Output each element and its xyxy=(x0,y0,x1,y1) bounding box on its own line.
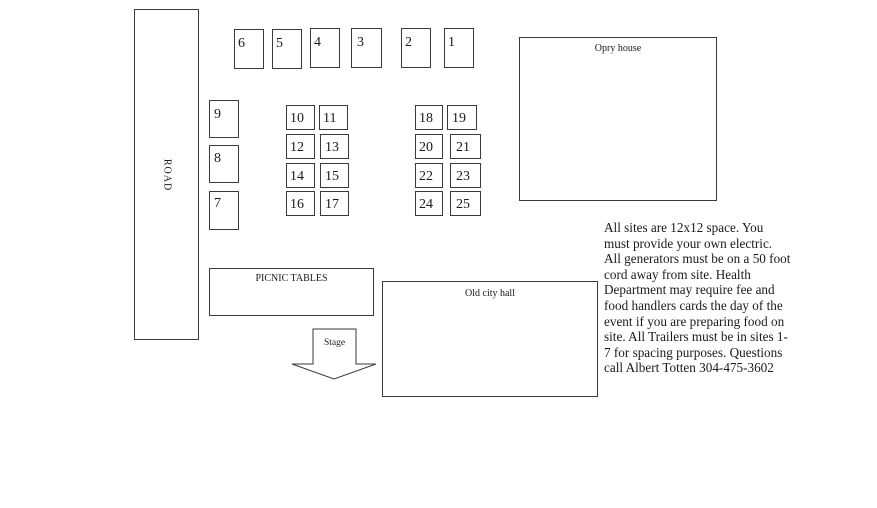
info-line: site. All Trailers must be in sites 1- xyxy=(604,329,788,345)
site-25: 25 xyxy=(450,191,481,216)
site-14: 14 xyxy=(286,163,315,188)
site-2-label: 2 xyxy=(405,35,412,50)
old-city-hall: Old city hall xyxy=(382,281,598,397)
site-19: 19 xyxy=(447,105,477,130)
road: ROAD xyxy=(134,9,199,340)
site-18-label: 18 xyxy=(419,111,433,126)
site-3: 3 xyxy=(351,28,382,68)
site-22-label: 22 xyxy=(419,169,433,184)
site-20-label: 20 xyxy=(419,140,433,155)
site-9-label: 9 xyxy=(214,107,221,122)
site-8: 8 xyxy=(209,145,239,183)
site-20: 20 xyxy=(415,134,443,159)
site-24-label: 24 xyxy=(419,197,433,212)
site-17: 17 xyxy=(320,191,349,216)
opry-house: Opry house xyxy=(519,37,717,201)
info-line: cord away from site. Health xyxy=(604,266,751,282)
site-18: 18 xyxy=(415,105,443,130)
info-line: All generators must be on a 50 foot xyxy=(604,251,791,267)
opry-house-label: Opry house xyxy=(594,43,642,54)
picnic-tables: PICNIC TABLES xyxy=(209,268,374,316)
site-11-label: 11 xyxy=(323,111,337,126)
site-4: 4 xyxy=(310,28,340,68)
site-2: 2 xyxy=(401,28,431,68)
info-line: call Albert Totten 304-475-3602 xyxy=(604,360,774,376)
site-12-label: 12 xyxy=(290,140,304,155)
site-4-label: 4 xyxy=(314,35,321,50)
site-7-label: 7 xyxy=(214,196,221,211)
site-6: 6 xyxy=(234,29,264,69)
old-city-hall-label: Old city hall xyxy=(465,288,515,299)
site-13: 13 xyxy=(320,134,349,159)
site-23-label: 23 xyxy=(456,169,470,184)
info-line: 7 for spacing purposes. Questions xyxy=(604,344,783,360)
site-1: 1 xyxy=(444,28,474,68)
vendor-info-text: All sites are 12x12 space. You must prov… xyxy=(604,220,836,376)
site-16-label: 16 xyxy=(290,197,304,212)
site-17-label: 17 xyxy=(325,197,339,212)
site-3-label: 3 xyxy=(357,35,364,50)
picnic-tables-label: PICNIC TABLES xyxy=(255,273,328,284)
site-14-label: 14 xyxy=(290,169,304,184)
site-13-label: 13 xyxy=(325,140,339,155)
site-16: 16 xyxy=(286,191,315,216)
site-15: 15 xyxy=(320,163,349,188)
site-12: 12 xyxy=(286,134,315,159)
info-line: All sites are 12x12 space. You xyxy=(604,220,764,235)
site-22: 22 xyxy=(415,163,443,188)
site-23: 23 xyxy=(450,163,481,188)
info-line: must provide your own electric. xyxy=(604,235,773,251)
site-10: 10 xyxy=(286,105,315,130)
site-15-label: 15 xyxy=(325,169,339,184)
site-21-label: 21 xyxy=(456,140,470,155)
site-8-label: 8 xyxy=(214,151,221,166)
info-line: Department may require fee and xyxy=(604,282,775,298)
site-5: 5 xyxy=(272,29,302,69)
site-9: 9 xyxy=(209,100,239,138)
site-10-label: 10 xyxy=(290,111,304,126)
info-line: food handlers cards the day of the xyxy=(604,297,783,313)
stage-label: Stage xyxy=(323,338,346,348)
site-25-label: 25 xyxy=(456,197,470,212)
site-6-label: 6 xyxy=(238,36,245,51)
site-21: 21 xyxy=(450,134,481,159)
site-11: 11 xyxy=(319,105,348,130)
site-7: 7 xyxy=(209,191,239,230)
site-24: 24 xyxy=(415,191,443,216)
site-19-label: 19 xyxy=(452,111,466,126)
info-line: event if you are preparing food on xyxy=(604,313,785,329)
site-5-label: 5 xyxy=(276,36,283,51)
site-1-label: 1 xyxy=(448,35,455,50)
